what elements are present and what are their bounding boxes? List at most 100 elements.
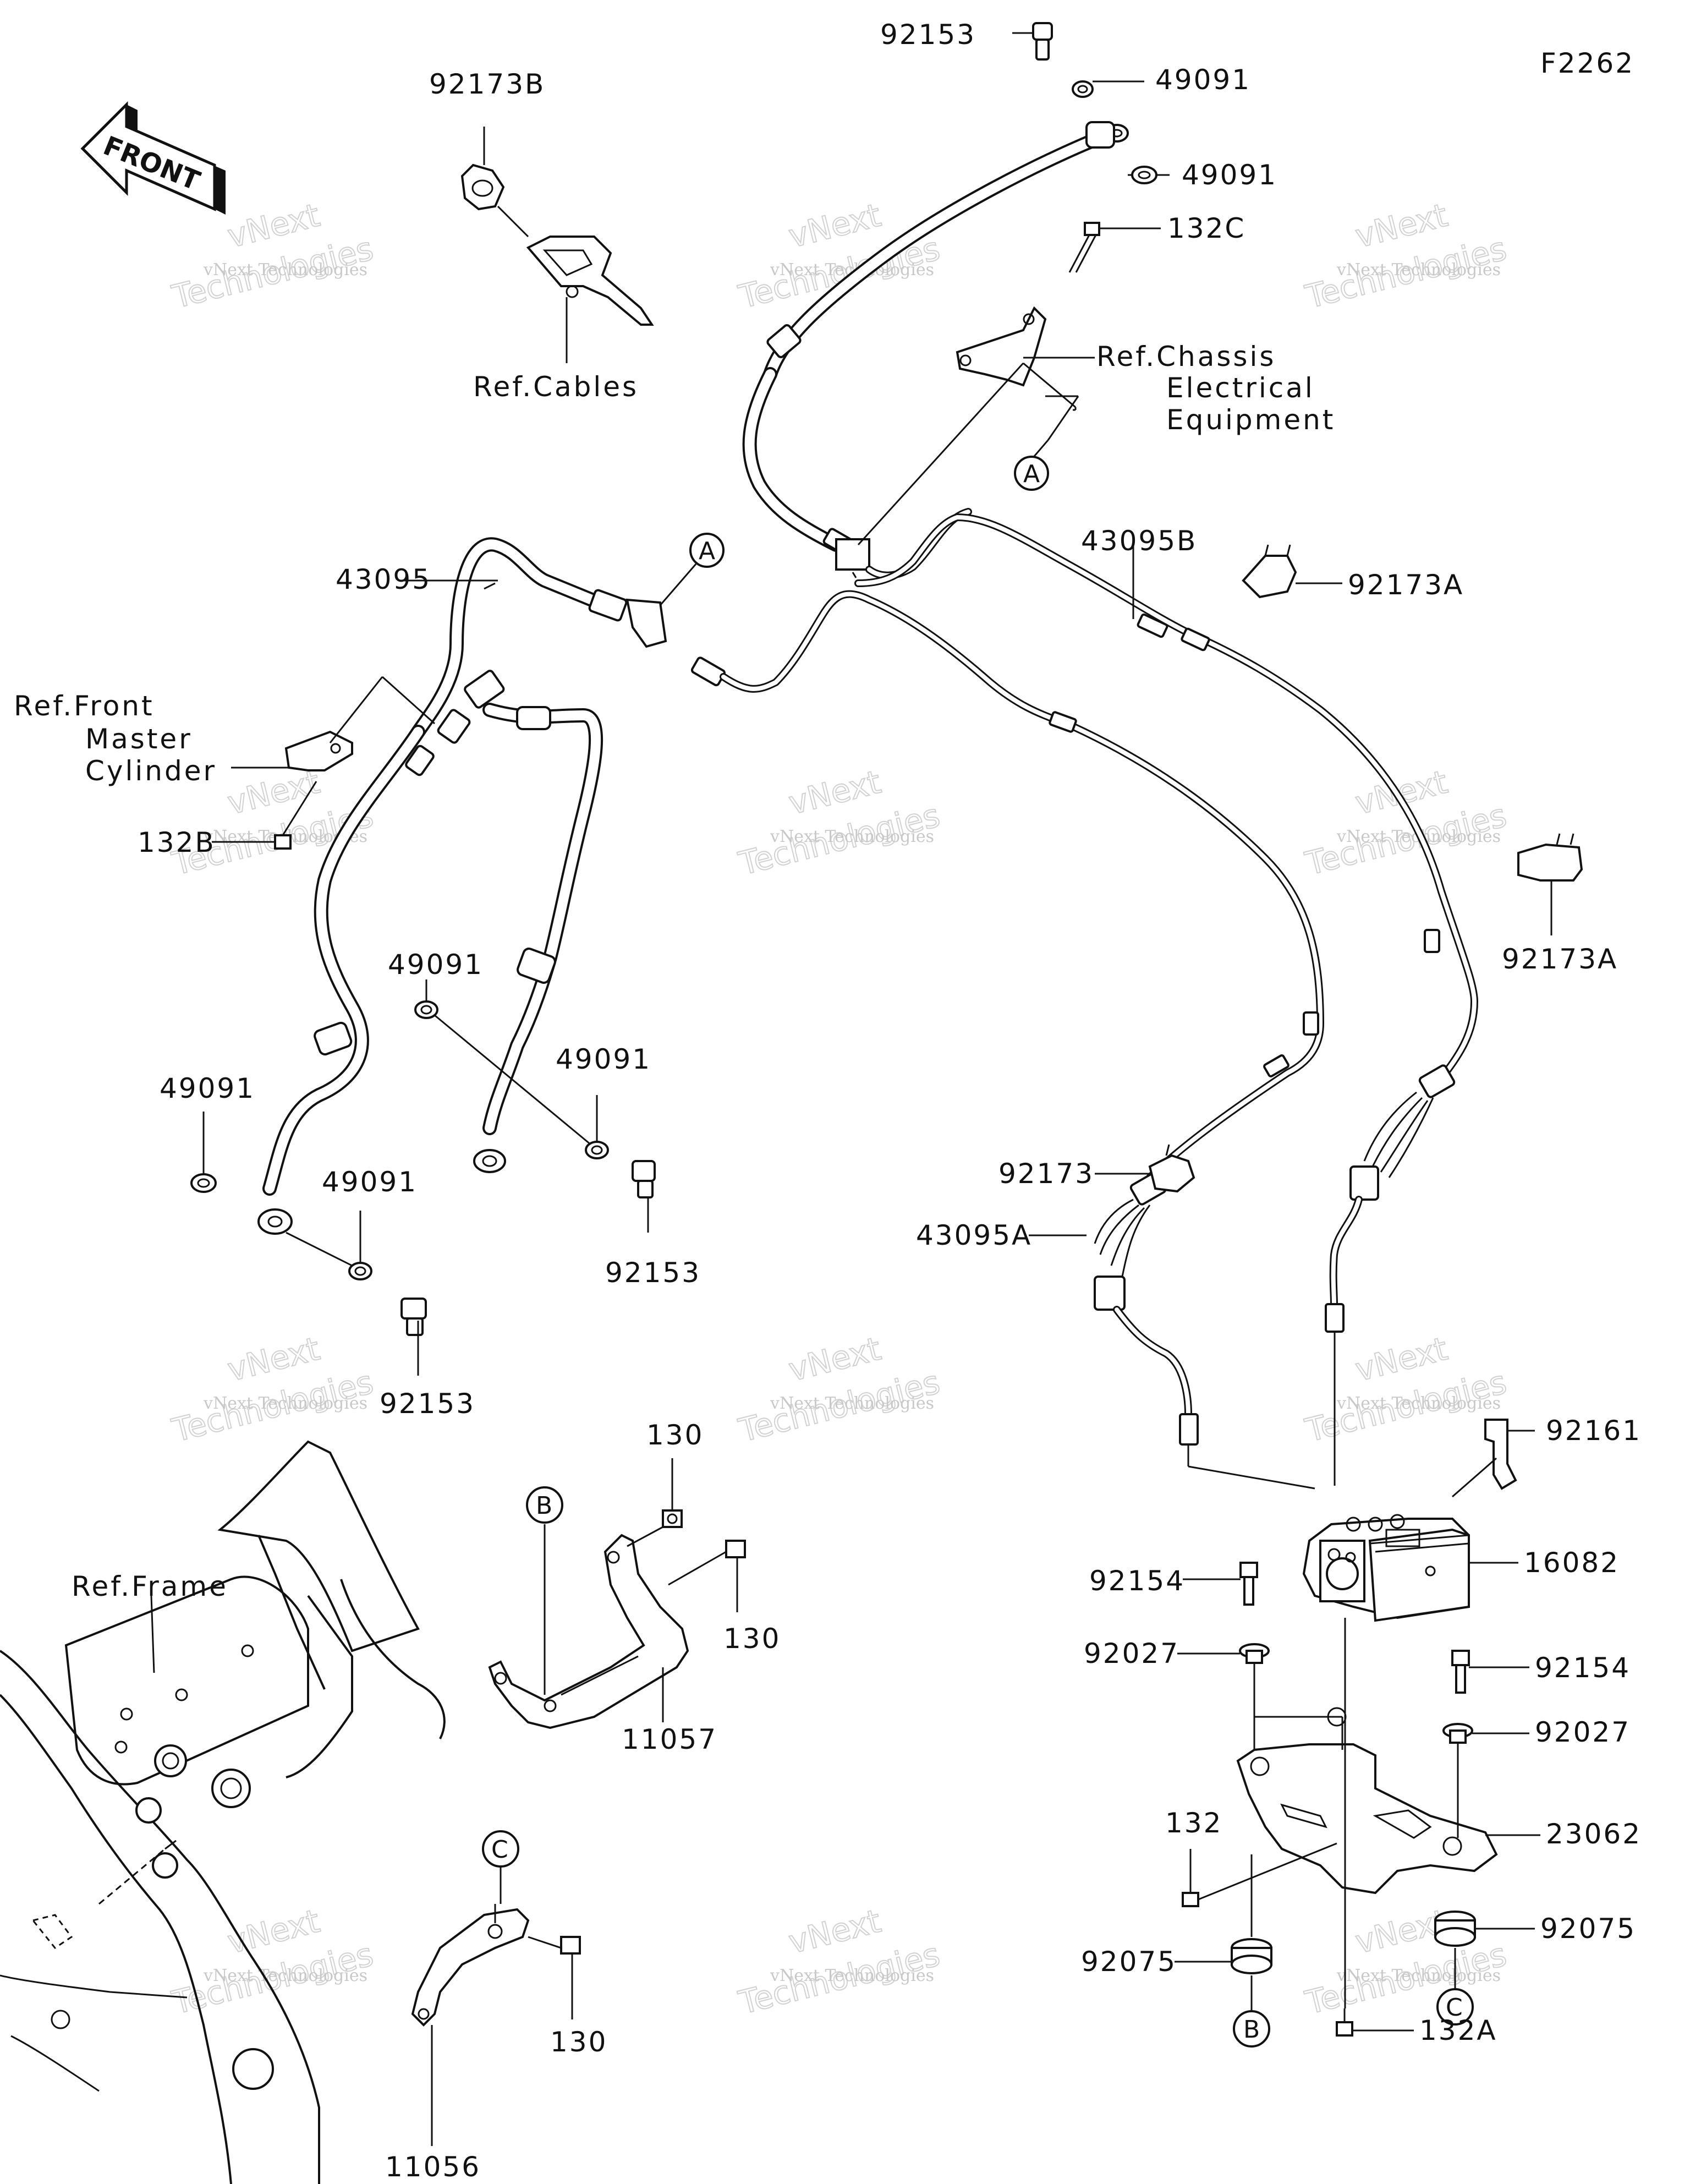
part-label-11056: 11056 [385,2151,481,2183]
svg-text:A: A [1023,460,1040,488]
marker-c-lower: C [1436,1988,1474,2026]
marker-a-left: A [659,533,725,606]
bracket-11057 [488,1524,727,1729]
part-label-92153-low: 92153 [380,1388,475,1420]
part-label-92173a-top: 92173A [1348,569,1464,601]
bolt-132 [1182,1842,1337,1907]
watermark: Technologies vNext vNext Technologies [1301,1329,1511,1450]
svg-text:B: B [536,1492,552,1520]
bolt-130-bottom [560,1936,581,2019]
part-label-49091-top2: 49091 [1182,159,1277,191]
ref-chassis-line3: Equipment [1166,404,1335,436]
part-label-49091-left4: 49091 [322,1166,418,1198]
bolt-130-top [662,1458,683,1528]
watermark: Technologies vNext vNext Technologies [734,1902,944,2022]
part-label-92154-left: 92154 [1089,1565,1185,1597]
abs-hardware [1177,1562,1529,1838]
part-label-92153-mid: 92153 [605,1257,701,1289]
part-label-92173b: 92173B [429,68,545,100]
clamp-92173b [460,127,529,238]
part-label-132: 132 [1165,1807,1222,1839]
left-lower-fittings [190,979,656,1376]
part-label-92075-left: 92075 [1081,1946,1177,1978]
clamp-92173a-right [1517,833,1583,935]
svg-text:vNext Technologies: vNext Technologies [203,1966,367,1985]
part-label-130-mid: 130 [723,1623,781,1655]
watermark: Technologies vNext vNext Technologies [168,1329,377,1450]
part-label-49091-top1: 49091 [1155,64,1251,96]
marker-a-upper: A [1014,440,1049,491]
svg-text:B: B [1243,2016,1260,2044]
cable-guide-bracket [526,236,654,363]
chassis-bracket [857,306,1095,546]
part-label-49091-left1: 49091 [388,949,484,981]
part-label-43095b: 43095B [1081,525,1197,557]
bolt-132b [212,781,317,850]
watermark: Technologies vNext vNext Technologies [1301,196,1511,316]
marker-b-lower: B [1233,2010,1270,2048]
diagram-code: F2262 [1540,47,1634,79]
clamp-92173 [1095,1144,1195,1193]
marker-b-upper: B [526,1486,563,1524]
ref-front-master-line1: Ref.Front [14,690,155,722]
clamp-92173a-top [1242,544,1342,599]
bolt-130-mid [725,1540,746,1612]
damper-92075-right [1434,1911,1535,1989]
svg-text:vNext Technologies: vNext Technologies [203,1394,367,1413]
svg-text:vNext Technologies: vNext Technologies [770,827,934,846]
abs-bracket-23062 [1236,1707,1540,1895]
part-label-92154-right: 92154 [1535,1652,1631,1684]
watermark: Technologies vNext vNext Technologies [734,1329,944,1450]
ref-chassis-line2: Electrical [1166,372,1315,404]
part-label-49091-left2: 49091 [556,1043,651,1075]
svg-text:A: A [699,537,715,565]
part-label-92173a-right: 92173A [1502,943,1618,975]
part-label-92173: 92173 [998,1158,1094,1190]
svg-text:vNext Technologies: vNext Technologies [1336,1394,1501,1413]
part-label-43095a: 43095A [916,1219,1032,1251]
ref-frame: Ref.Frame [72,1570,228,1602]
bolt-132a [1336,1618,1414,2037]
part-label-92027-left: 92027 [1084,1638,1179,1670]
svg-text:C: C [1446,1994,1463,2022]
watermark: Technologies vNext vNext Technologies [1301,763,1511,883]
brake-pipe-43095b [854,513,1478,1486]
part-label-23062: 23062 [1546,1818,1642,1850]
ref-front-master-line2: Master [85,723,193,755]
watermark: Technologies vNext vNext Technologies [734,763,944,883]
sensor-bracket-92161 [1452,1419,1535,1498]
ref-cables: Ref.Cables [473,371,639,403]
bolt-132c [1068,222,1161,273]
watermark: Technologies vNext vNext Technologies [1301,1902,1511,2022]
part-label-132a: 132A [1419,2015,1497,2046]
watermark: Technologies vNext vNext Technologies [168,1902,377,2022]
part-label-92153-top: 92153 [880,19,976,51]
ref-chassis-line1: Ref.Chassis [1096,341,1276,373]
top-banjo-group [1012,22,1170,184]
part-label-132b: 132B [138,826,216,858]
part-label-130-bottom: 130 [550,2026,607,2058]
frame-sketch [0,1440,446,2184]
part-label-11057: 11057 [622,1723,717,1755]
marker-c-upper: C [482,1830,519,1904]
damper-92075-left [1175,1854,1272,2011]
ref-front-master-line3: Cylinder [85,755,217,787]
part-label-16082: 16082 [1524,1547,1620,1579]
part-label-43095: 43095 [336,563,431,595]
svg-text:vNext Technologies: vNext Technologies [1336,260,1501,280]
upper-brake-hose [742,121,1115,579]
part-label-92075-right: 92075 [1540,1913,1636,1945]
part-label-49091-left3: 49091 [160,1072,255,1104]
abs-unit-16082 [1302,1514,1518,1622]
svg-text:vNext Technologies: vNext Technologies [770,1966,934,1985]
part-label-130-top: 130 [646,1419,704,1451]
watermark: Technologies vNext vNext Technologies [168,196,377,316]
part-label-132c: 132C [1167,212,1245,244]
part-label-92027-right: 92027 [1535,1716,1631,1748]
front-brake-hose-43095 [257,537,726,1235]
master-cylinder-bracket [231,676,436,771]
svg-text:vNext Technologies: vNext Technologies [770,1394,934,1413]
svg-text:C: C [491,1836,508,1864]
part-label-92161: 92161 [1546,1415,1642,1447]
